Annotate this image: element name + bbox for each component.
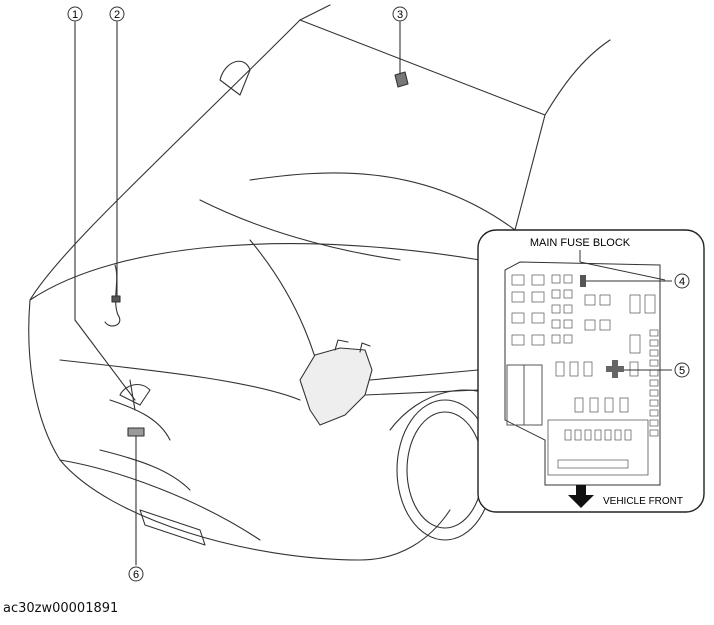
svg-text:6: 6 — [133, 569, 139, 581]
svg-text:5: 5 — [679, 365, 685, 377]
front-sensor-component — [127, 427, 145, 437]
harness-component — [104, 264, 121, 327]
fuse-block-inset: MAIN FUSE BLOCK — [477, 229, 705, 513]
inset-title: MAIN FUSE BLOCK — [530, 237, 631, 249]
callout-2: 2 — [109, 6, 125, 22]
fuse-block-on-vehicle — [299, 339, 373, 426]
callout-1: 1 — [67, 6, 83, 22]
figure-caption: ac30zw00001891 — [3, 601, 119, 616]
svg-text:1: 1 — [72, 9, 78, 21]
svg-text:3: 3 — [397, 9, 403, 21]
callout-3: 3 — [392, 6, 408, 22]
hood-latch-component — [119, 379, 151, 411]
vehicle-front-label: VEHICLE FRONT — [603, 496, 683, 507]
windshield-sensor — [394, 71, 409, 88]
fuse-4-highlight: 4 — [580, 273, 690, 289]
down-arrow-icon — [568, 485, 594, 508]
svg-text:4: 4 — [679, 276, 685, 288]
callout-6: 6 — [128, 566, 144, 582]
fuse-5-highlight: 5 — [606, 360, 690, 378]
svg-text:2: 2 — [114, 9, 120, 21]
